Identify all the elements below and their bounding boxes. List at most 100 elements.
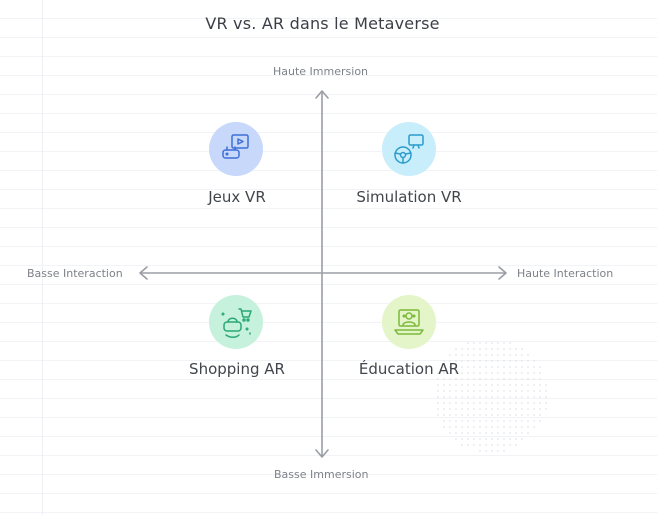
grid-dot — [503, 342, 505, 344]
grid-dot — [479, 354, 481, 356]
grid-dot — [521, 390, 523, 392]
grid-dot — [461, 438, 463, 440]
grid-dot — [533, 414, 535, 416]
grid-dot — [539, 378, 541, 380]
grid-dot — [509, 378, 511, 380]
grid-dot — [467, 372, 469, 374]
grid-dot — [443, 360, 445, 362]
grid-dot — [473, 402, 475, 404]
grid-dot — [509, 384, 511, 386]
grid-dot — [473, 420, 475, 422]
grid-dot — [521, 366, 523, 368]
grid-dot — [455, 396, 457, 398]
grid-dot — [461, 384, 463, 386]
grid-dot — [545, 384, 547, 386]
grid-dot — [443, 420, 445, 422]
grid-dot — [485, 402, 487, 404]
grid-dot — [497, 342, 499, 344]
grid-dot — [503, 366, 505, 368]
grid-dot — [527, 372, 529, 374]
grid-dot — [515, 372, 517, 374]
grid-dot — [437, 396, 439, 398]
grid-dot — [443, 396, 445, 398]
grid-dot — [533, 402, 535, 404]
grid-dot — [509, 348, 511, 350]
grid-dot — [509, 390, 511, 392]
grid-dot — [497, 408, 499, 410]
grid-dot — [503, 408, 505, 410]
grid-dot — [449, 390, 451, 392]
grid-dot — [509, 372, 511, 374]
grid-dot — [455, 408, 457, 410]
grid-dot — [467, 444, 469, 446]
diagram-title: VR vs. AR dans le Metaverse — [205, 14, 440, 33]
grid-dot — [491, 342, 493, 344]
grid-dot — [479, 432, 481, 434]
grid-dot — [479, 420, 481, 422]
grid-dot — [521, 378, 523, 380]
grid-dot — [515, 426, 517, 428]
grid-dot — [527, 366, 529, 368]
grid-dot — [515, 438, 517, 440]
grid-dot — [467, 390, 469, 392]
grid-dot — [449, 414, 451, 416]
grid-dot — [497, 396, 499, 398]
grid-dot — [503, 384, 505, 386]
grid-dot — [485, 378, 487, 380]
grid-dot — [515, 360, 517, 362]
grid-dot — [497, 444, 499, 446]
grid-dot — [497, 360, 499, 362]
grid-dot — [503, 420, 505, 422]
grid-dot — [467, 402, 469, 404]
grid-dot — [527, 402, 529, 404]
grid-dot — [467, 354, 469, 356]
grid-dot — [503, 396, 505, 398]
grid-dot — [509, 360, 511, 362]
grid-dot — [539, 408, 541, 410]
grid-dot — [521, 354, 523, 356]
grid-dot — [455, 438, 457, 440]
grid-dot — [503, 360, 505, 362]
grid-dot — [467, 414, 469, 416]
grid-dot — [449, 426, 451, 428]
grid-dot — [509, 414, 511, 416]
grid-dot — [527, 354, 529, 356]
grid-dot — [473, 366, 475, 368]
grid-dot — [503, 354, 505, 356]
grid-dot — [443, 384, 445, 386]
grid-dot — [509, 432, 511, 434]
grid-dot — [515, 390, 517, 392]
grid-dot — [509, 396, 511, 398]
grid-dot — [491, 414, 493, 416]
grid-dot — [437, 390, 439, 392]
grid-dot — [533, 378, 535, 380]
grid-dot — [443, 366, 445, 368]
grid-dot — [443, 402, 445, 404]
grid-dot — [449, 396, 451, 398]
quadrant-label-jeux-vr: Jeux VR — [208, 188, 266, 206]
grid-dot — [455, 378, 457, 380]
grid-dot — [455, 390, 457, 392]
grid-dot — [491, 384, 493, 386]
grid-dot — [545, 390, 547, 392]
grid-dot — [461, 378, 463, 380]
grid-dot — [485, 444, 487, 446]
grid-dot — [509, 354, 511, 356]
grid-dot — [443, 408, 445, 410]
grid-dot — [503, 372, 505, 374]
grid-dot — [479, 390, 481, 392]
grid-dot — [455, 366, 457, 368]
grid-dot — [491, 432, 493, 434]
grid-dot — [473, 342, 475, 344]
grid-dot — [485, 372, 487, 374]
grid-dot — [491, 420, 493, 422]
grid-dot — [521, 426, 523, 428]
grid-dot — [455, 372, 457, 374]
grid-dot — [527, 426, 529, 428]
grid-dot — [473, 378, 475, 380]
grid-dot — [437, 378, 439, 380]
grid-dot — [503, 438, 505, 440]
grid-dot — [473, 408, 475, 410]
grid-dot — [479, 360, 481, 362]
